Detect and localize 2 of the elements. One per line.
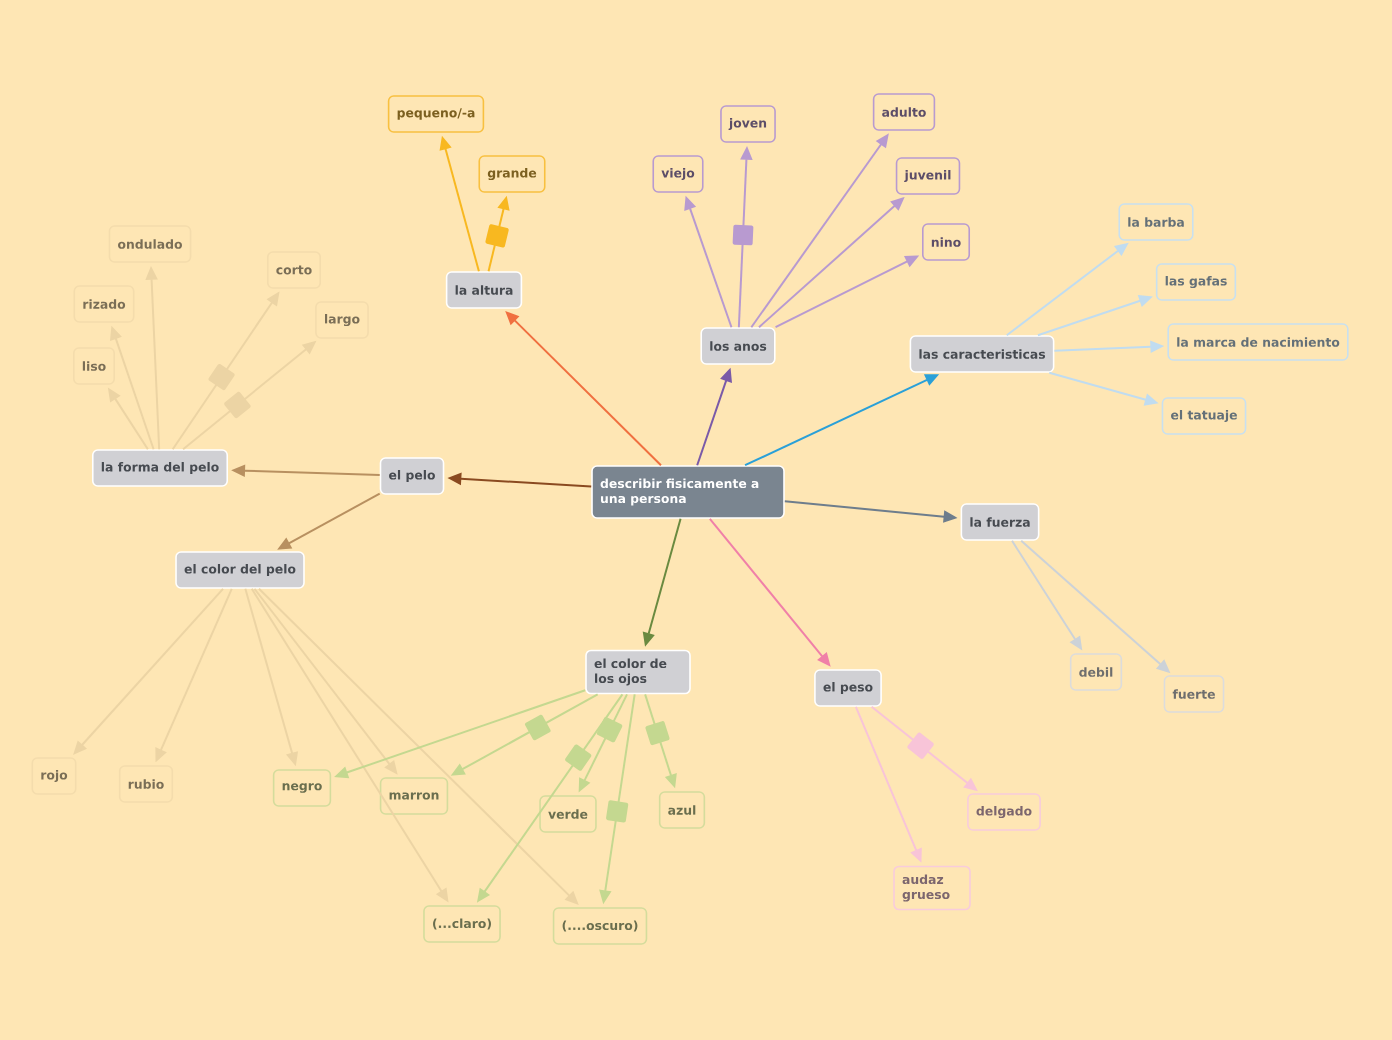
arrow: [505, 311, 662, 467]
arrow: [73, 587, 225, 755]
